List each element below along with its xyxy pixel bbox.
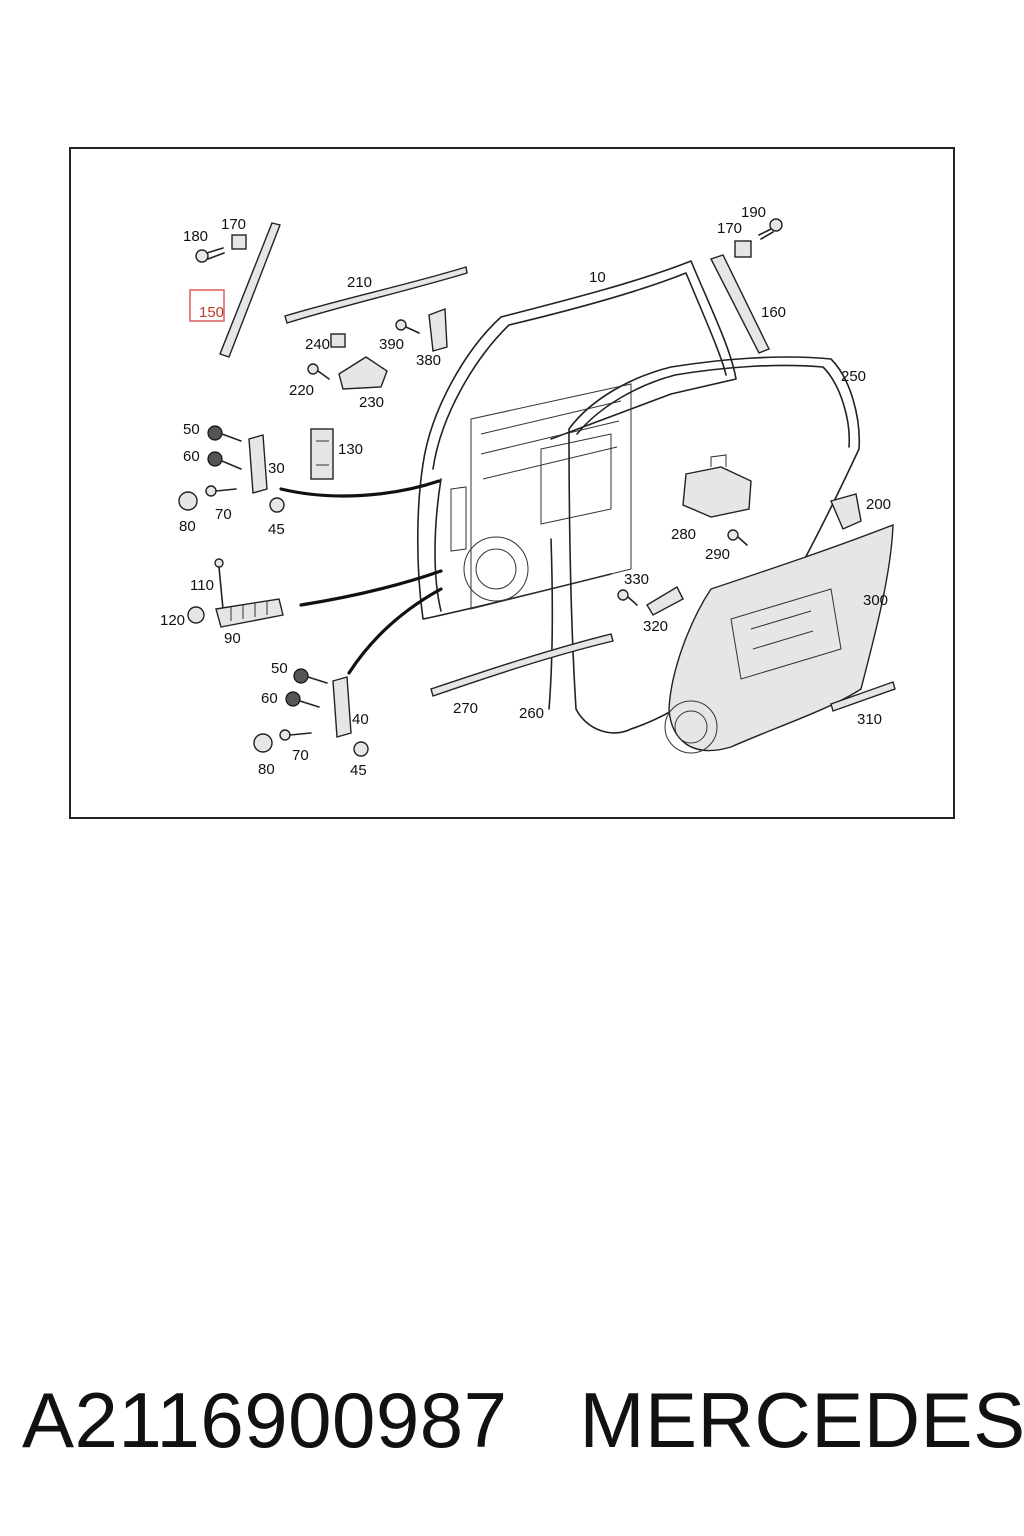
part-170-clip-b [734,240,752,258]
part-label: 170 [221,216,246,233]
part-label: 260 [519,705,544,722]
part-230 [338,356,388,390]
part-label: 280 [671,526,696,543]
part-label: 130 [338,441,363,458]
part-label: 120 [160,612,185,629]
label-150-highlighted: 150 [199,304,224,321]
part-label: 110 [190,577,214,594]
part-label: 330 [624,571,649,588]
part-label: 380 [416,352,441,369]
part-label: 10 [589,269,606,286]
part-160-trim [710,254,770,354]
part-label: 230 [359,394,384,411]
brand-name: MERCEDES [579,1376,1024,1464]
part-280-module [682,466,752,518]
part-label: 250 [841,368,866,385]
part-150-trim [219,222,281,358]
highlight-box [189,289,225,322]
part-label: 390 [379,336,404,353]
part-label: 220 [289,382,314,399]
part-380 [428,308,448,352]
part-label: 90 [224,630,241,647]
arrow-lower [347,587,443,675]
part-label: 310 [857,711,882,728]
footer-caption: A2116900987 MERCEDES [22,1370,1024,1470]
part-label: 60 [183,448,200,465]
part-label: 160 [761,304,786,321]
diagram-frame: 150 180 170 210 10 190 170 160 240 390 3… [69,147,955,819]
part-320 [646,586,684,616]
part-190-screw [758,218,783,240]
part-label: 190 [741,204,766,221]
part-label: 200 [866,496,891,513]
upper-hinge-group [178,425,334,513]
part-label: 60 [261,690,278,707]
part-label: 320 [643,618,668,635]
part-label: 50 [271,660,288,677]
part-180-screw [195,247,225,263]
part-200 [830,493,862,530]
middle-check-group [187,558,284,628]
part-label: 300 [863,592,888,609]
part-260-strip [548,538,554,710]
part-label: 50 [183,421,200,438]
part-label: 45 [268,521,285,538]
part-label: 210 [347,274,372,291]
part-210-strip [284,266,468,324]
part-label: 30 [268,460,285,477]
part-220 [307,363,330,380]
part-label: 45 [350,762,367,779]
part-330 [617,589,638,606]
part-label: 290 [705,546,730,563]
lower-hinge-group [253,668,369,757]
part-270-strip [430,633,614,697]
part-310-rod [830,681,896,712]
part-170-clip [231,234,247,250]
part-label: 180 [183,228,208,245]
part-label: 70 [215,506,232,523]
part-label: 270 [453,700,478,717]
part-300-panel [664,523,894,754]
part-290 [727,529,748,546]
part-10-door [416,260,737,620]
part-label: 80 [179,518,196,535]
part-240 [330,333,346,348]
part-label: 80 [258,761,275,778]
part-label: 170 [717,220,742,237]
part-number: A2116900987 [22,1376,508,1464]
arrow-middle [299,569,443,607]
part-label: 240 [305,336,330,353]
part-390 [395,319,420,334]
part-label: 70 [292,747,309,764]
arrow-upper [279,479,441,498]
parts-diagram: 150 180 170 210 10 190 170 160 240 390 3… [160,204,896,779]
part-label: 40 [352,711,369,728]
